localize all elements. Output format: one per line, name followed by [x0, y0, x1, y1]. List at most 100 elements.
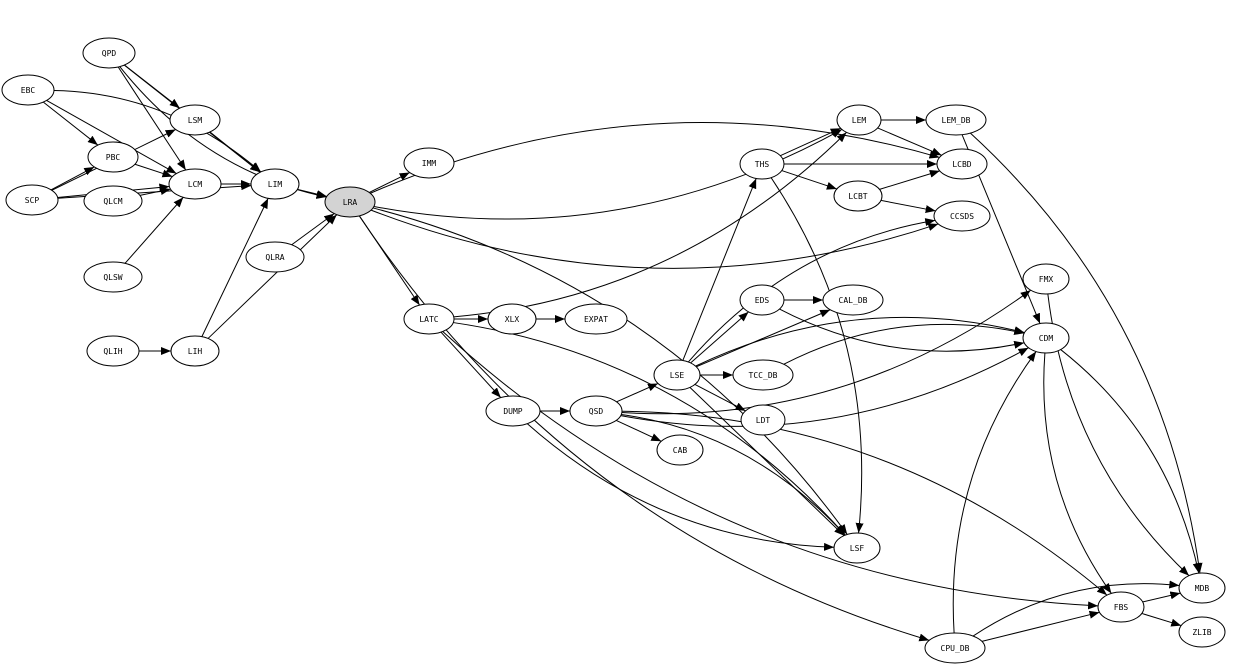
node-mdb[interactable]: MDB	[1178, 572, 1226, 604]
node-fbs[interactable]: FBS	[1097, 591, 1145, 623]
node-xlx[interactable]: XLX	[487, 303, 537, 335]
node-ellipse	[86, 335, 140, 367]
node-cdm[interactable]: CDM	[1022, 322, 1070, 354]
node-ellipse	[739, 148, 785, 180]
node-pbc[interactable]: PBC	[87, 141, 139, 173]
node-label: QLIH	[103, 347, 122, 356]
edge-fbs-to-mdb	[1142, 591, 1181, 603]
node-qlra[interactable]: QLRA	[245, 241, 305, 273]
node-ellipse	[487, 303, 537, 335]
node-cpu-db[interactable]: CPU_DB	[924, 632, 986, 664]
node-lem[interactable]: LEM	[836, 104, 882, 136]
node-ellipse	[83, 185, 143, 217]
node-label: EXPAT	[584, 315, 608, 324]
node-label: QLCM	[103, 197, 122, 206]
edge-cpu_db-to-cdm	[952, 351, 1037, 634]
node-ellipse	[1178, 616, 1226, 648]
node-label: LSE	[670, 371, 685, 380]
node-lse[interactable]: LSE	[653, 359, 701, 391]
edge-lse-to-ccsds	[687, 218, 936, 363]
node-ellipse	[924, 632, 986, 664]
node-lsm[interactable]: LSM	[169, 104, 221, 136]
edge-lra-to-ccsds	[370, 209, 939, 269]
node-qlcm[interactable]: QLCM	[83, 185, 143, 217]
node-ellipse	[740, 404, 786, 436]
node-lra[interactable]: LRA	[324, 186, 376, 218]
node-lih[interactable]: LIH	[170, 335, 220, 367]
node-qpd[interactable]: QPD	[82, 37, 136, 69]
node-lem-db[interactable]: LEM_DB	[925, 104, 987, 136]
node-label: SCP	[25, 196, 40, 205]
node-ellipse	[403, 303, 455, 335]
edge-lim-to-lra	[297, 188, 327, 198]
node-latc[interactable]: LATC	[403, 303, 455, 335]
node-label: EDS	[755, 296, 770, 305]
edge-lih-to-lra	[207, 214, 338, 339]
node-ths[interactable]: THS	[739, 148, 785, 180]
node-imm[interactable]: IMM	[403, 147, 455, 179]
node-ellipse	[485, 395, 541, 427]
node-label: FMX	[1039, 275, 1054, 284]
node-ellipse	[833, 180, 883, 212]
node-ellipse	[936, 148, 988, 180]
node-label: QPD	[102, 49, 117, 58]
node-ellipse	[1097, 591, 1145, 623]
node-ldt[interactable]: LDT	[740, 404, 786, 436]
edge-lse-to-cdm	[695, 316, 1025, 367]
node-scp[interactable]: SCP	[5, 184, 59, 216]
node-qsd[interactable]: QSD	[569, 395, 623, 427]
node-fmx[interactable]: FMX	[1022, 263, 1070, 295]
edge-cpu_db-to-fbs	[981, 610, 1100, 642]
edge-qsd-to-lse	[616, 382, 659, 403]
node-ellipse	[836, 104, 882, 136]
node-ellipse	[250, 168, 300, 200]
node-lcm[interactable]: LCM	[168, 168, 222, 200]
edge-tcc_db-to-cdm	[783, 323, 1025, 365]
node-label: PBC	[106, 153, 121, 162]
node-label: IMM	[422, 159, 437, 168]
node-lcbt[interactable]: LCBT	[833, 180, 883, 212]
node-qlih[interactable]: QLIH	[86, 335, 140, 367]
node-label: FBS	[1114, 603, 1129, 612]
node-ellipse	[656, 434, 704, 466]
node-cab[interactable]: CAB	[656, 434, 704, 466]
edges-layer	[43, 64, 1203, 642]
node-qlsw[interactable]: QLSW	[83, 261, 143, 293]
node-ellipse	[925, 104, 987, 136]
node-ellipse	[245, 241, 305, 273]
node-label: QSD	[589, 407, 604, 416]
node-lcbd[interactable]: LCBD	[936, 148, 988, 180]
node-tcc-db[interactable]: TCC_DB	[732, 359, 794, 391]
edge-qsd-to-fmx	[621, 289, 1031, 415]
node-lim[interactable]: LIM	[250, 168, 300, 200]
node-label: ZLIB	[1192, 628, 1211, 637]
node-label: MDB	[1195, 584, 1210, 593]
node-ellipse	[170, 335, 220, 367]
node-ellipse	[83, 261, 143, 293]
node-cal-db[interactable]: CAL_DB	[822, 284, 884, 316]
edge-lra-to-lsf	[372, 207, 848, 535]
node-ellipse	[403, 147, 455, 179]
node-label: QLSW	[103, 273, 122, 282]
node-expat[interactable]: EXPAT	[564, 303, 628, 335]
node-label: LSF	[850, 544, 865, 553]
edge-cdm-to-mdb	[1060, 349, 1201, 574]
node-ellipse	[5, 184, 59, 216]
edge-lcbt-to-lcbd	[879, 169, 940, 190]
edge-fbs-to-zlib	[1141, 612, 1182, 627]
edge-ths-to-lcbt	[781, 170, 837, 190]
node-zlib[interactable]: ZLIB	[1178, 616, 1226, 648]
edge-ebc-to-lcm	[46, 100, 177, 174]
node-ebc[interactable]: EBC	[1, 74, 55, 106]
node-dump[interactable]: DUMP	[485, 395, 541, 427]
edge-qlcm-to-lcm	[139, 187, 171, 196]
edge-lih-to-lim	[201, 198, 269, 337]
node-lsf[interactable]: LSF	[833, 532, 881, 564]
node-ccsds[interactable]: CCSDS	[933, 200, 991, 232]
edge-lse-to-ths	[682, 178, 757, 361]
edge-lra-to-cpu_db	[358, 215, 930, 642]
node-label: LCBT	[848, 192, 867, 201]
node-label: DUMP	[503, 407, 522, 416]
node-eds[interactable]: EDS	[739, 284, 785, 316]
